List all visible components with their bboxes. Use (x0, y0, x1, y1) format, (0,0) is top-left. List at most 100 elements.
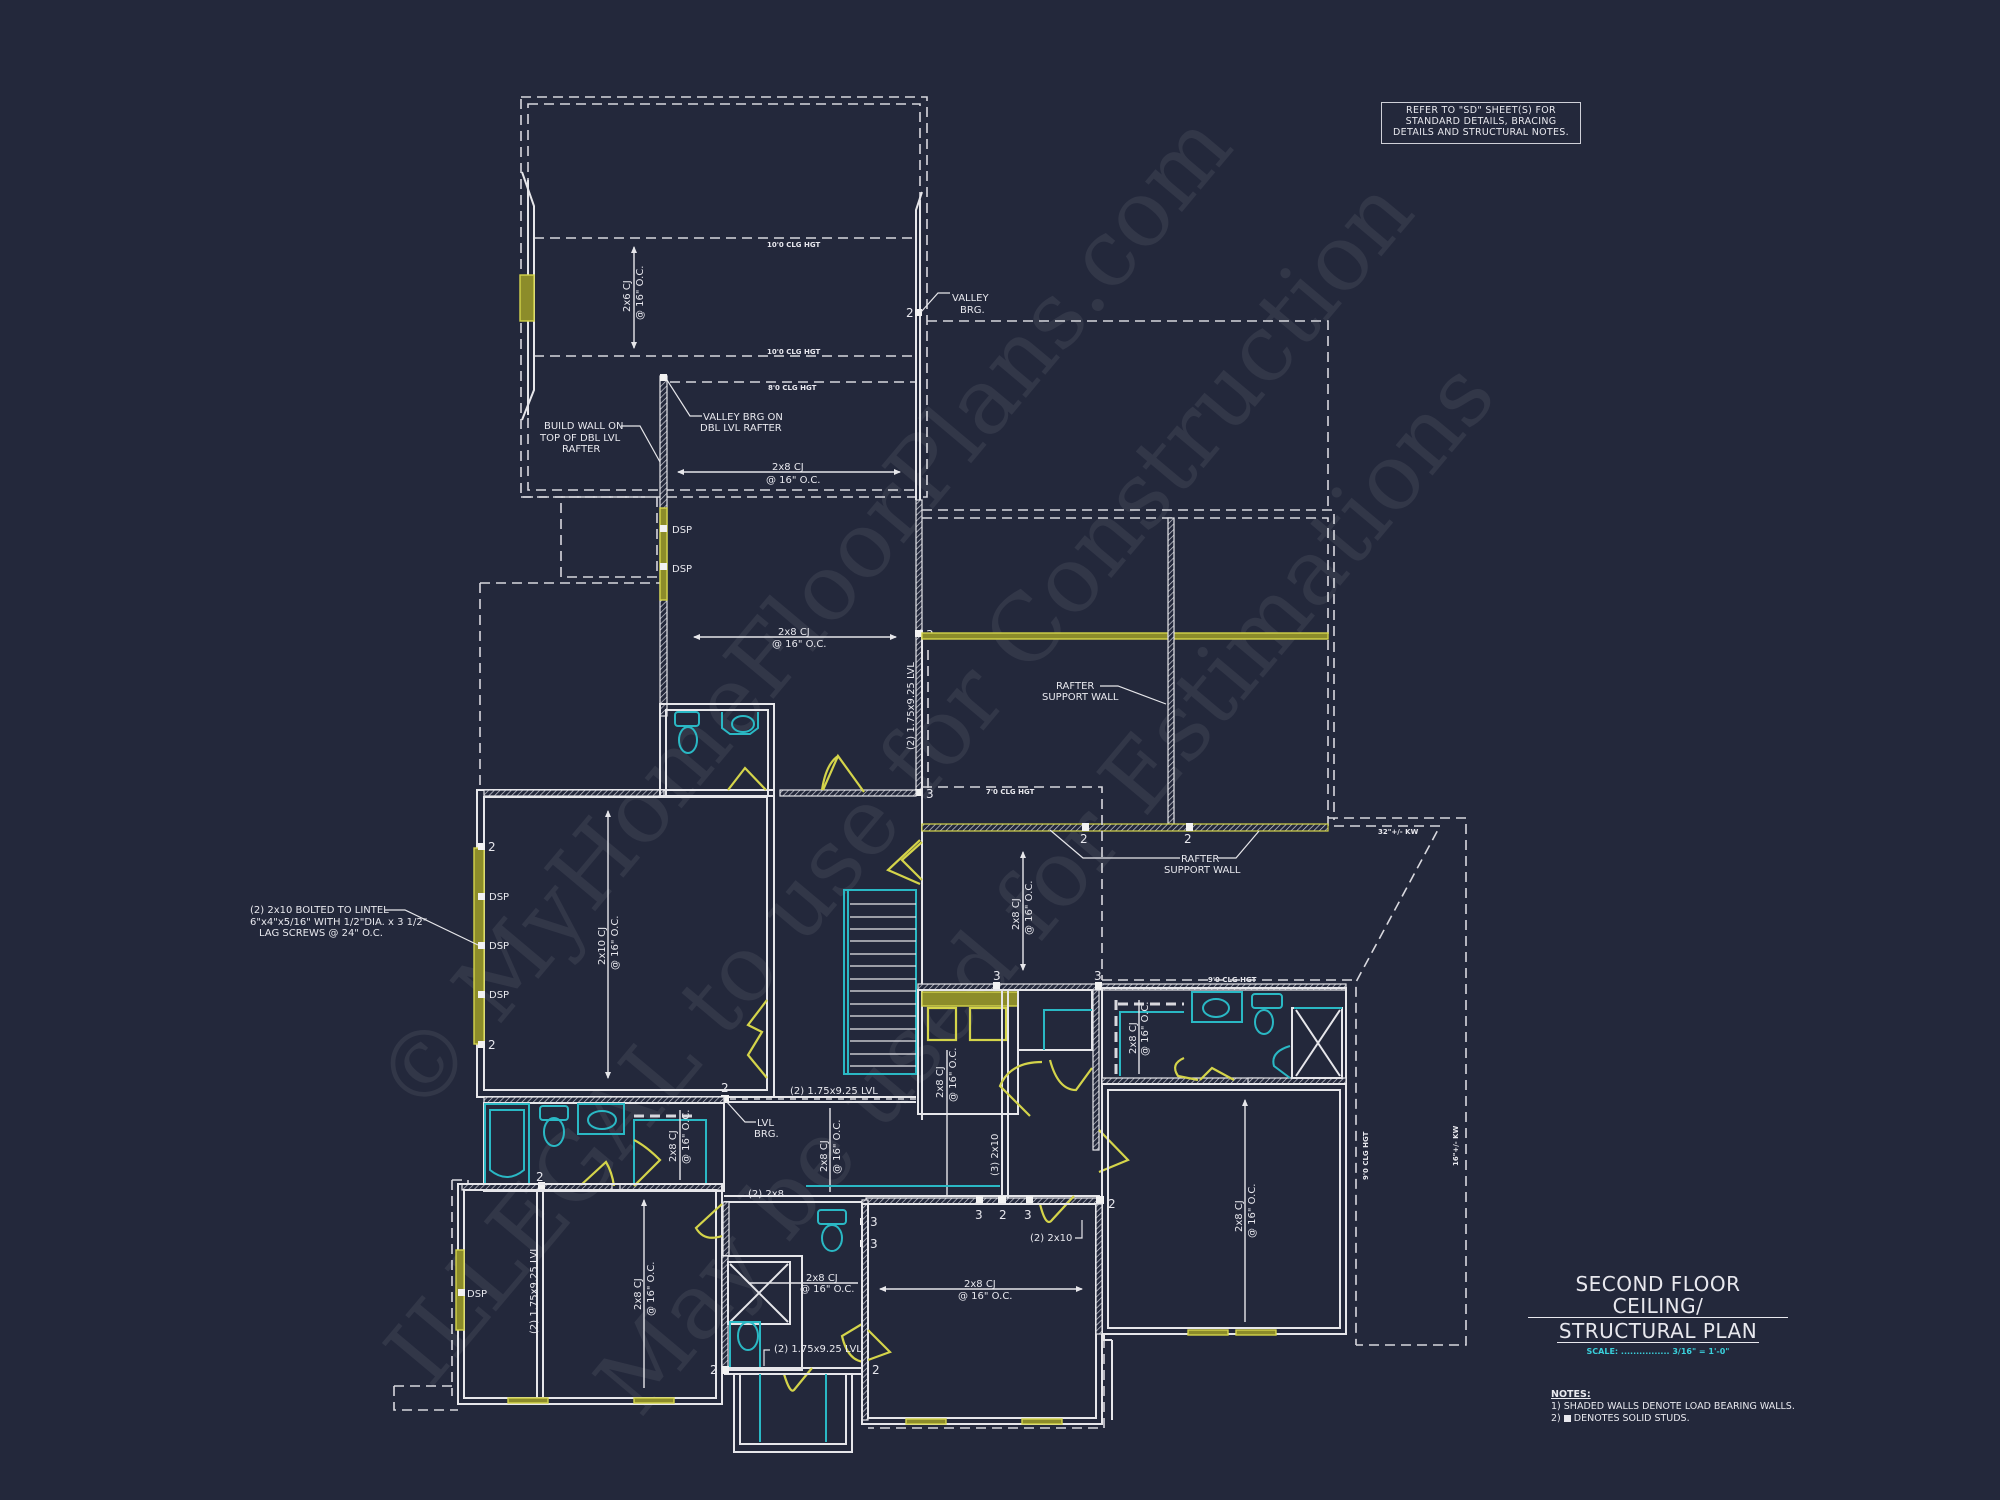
joist-label-top-room: 2x6 CJ @ 16" O.C. (622, 246, 646, 349)
joist-label-bonus-lower: 2x8 CJ @ 16" O.C. (693, 627, 897, 650)
dsp-marker: DSP (489, 892, 509, 903)
svg-text:2x8 CJ: 2x8 CJ (633, 1278, 644, 1310)
solid-stud (915, 309, 922, 316)
svg-text:3: 3 (993, 969, 1001, 983)
svg-text:@ 16" O.C.: @ 16" O.C. (610, 916, 621, 971)
beam-label: (2) 1.75x9.25 LVL (529, 1246, 540, 1334)
knee-wall-label: 16"+/- KW (1452, 1125, 1460, 1166)
svg-text:3: 3 (1024, 1208, 1032, 1222)
joist-label-laundry: 2x8 CJ @ 16" O.C. (935, 1048, 959, 1195)
svg-text:2x8 CJ: 2x8 CJ (1128, 1022, 1139, 1054)
svg-text:DBL LVL RAFTER: DBL LVL RAFTER (700, 423, 782, 434)
svg-text:LVL: LVL (757, 1118, 774, 1129)
general-note-line: DETAILS AND STRUCTURAL NOTES. (1393, 127, 1569, 138)
svg-text:@ 16" O.C.: @ 16" O.C. (948, 1048, 959, 1103)
beam-label: (2) 1.75x9.25 LVL (906, 662, 917, 750)
svg-text:LAG SCREWS @ 24" O.C.: LAG SCREWS @ 24" O.C. (259, 928, 383, 939)
svg-text:VALLEY: VALLEY (952, 293, 990, 304)
svg-text:2x8 CJ: 2x8 CJ (819, 1140, 830, 1172)
svg-text:@ 16" O.C.: @ 16" O.C. (646, 1262, 657, 1317)
svg-text:2x8 CJ: 2x8 CJ (935, 1066, 946, 1098)
svg-text:2: 2 (906, 306, 914, 320)
valley-brg-dbl-callout: VALLEY BRG ON DBL LVL RAFTER (666, 379, 783, 434)
svg-text:RAFTER: RAFTER (1181, 854, 1219, 865)
drawing-title: SECOND FLOOR CEILING/ (1528, 1273, 1788, 1318)
svg-text:2x6 CJ: 2x6 CJ (622, 280, 633, 312)
top-room-outline: 2 (519, 96, 928, 500)
joist-label-closet-suite: 2x8 CJ @ 16" O.C. (1128, 1000, 1151, 1074)
beam-label: (3) 2x10 (990, 1134, 1001, 1176)
svg-text:@ 16" O.C.: @ 16" O.C. (772, 639, 827, 650)
svg-text:2: 2 (872, 1363, 880, 1377)
svg-text:@ 16" O.C.: @ 16" O.C. (1024, 881, 1035, 936)
svg-text:@ 16" O.C.: @ 16" O.C. (832, 1120, 843, 1175)
knee-wall-label: 32"+/- KW (1378, 828, 1419, 836)
beam-label: (2) 2x10 (1030, 1233, 1072, 1244)
joist-label-bedroom-right: 2x8 CJ @ 16" O.C. (1234, 1099, 1258, 1322)
svg-text:BRG.: BRG. (754, 1129, 779, 1140)
svg-text:3: 3 (975, 1208, 983, 1222)
dsp-marker: DSP (489, 941, 509, 952)
joist-label-bonus-upper: 2x8 CJ @ 16" O.C. (677, 462, 901, 486)
dsp-marker: DSP (467, 1289, 487, 1300)
joist-label-bedroom-bottom: 2x8 CJ @ 16" O.C. (879, 1279, 1083, 1302)
dsp-marker: DSP (672, 564, 692, 575)
joist-label-bedroom-left: 2x10 CJ @ 16" O.C. (597, 810, 621, 1079)
lintel-callout: (2) 2x10 BOLTED TO LINTEL 6"x4"x5/16" WI… (250, 905, 479, 946)
dsp-marker: DSP (672, 525, 692, 536)
joist-label-bath-closet: 2x8 CJ @ 16" O.C. (668, 1110, 692, 1180)
joist-label-bedroom-lower: 2x8 CJ @ 16" O.C. (633, 1199, 657, 1388)
svg-text:2: 2 (721, 1081, 729, 1095)
svg-text:2x8 CJ: 2x8 CJ (1011, 898, 1022, 930)
svg-text:@ 16" O.C.: @ 16" O.C. (800, 1284, 855, 1295)
notes-heading: NOTES: (1551, 1389, 1591, 1400)
svg-text:TOP OF DBL LVL: TOP OF DBL LVL (539, 433, 621, 444)
svg-text:2x8 CJ: 2x8 CJ (806, 1273, 838, 1284)
svg-text:2x10 CJ: 2x10 CJ (597, 927, 608, 965)
svg-text:3: 3 (1094, 969, 1102, 983)
svg-text:2x8 CJ: 2x8 CJ (668, 1130, 679, 1162)
svg-text:2x8 CJ: 2x8 CJ (778, 627, 810, 638)
svg-text:3: 3 (870, 1215, 878, 1229)
clg-hgt-label: 9'0 CLG HGT (1362, 1131, 1370, 1180)
general-note-line: STANDARD DETAILS, BRACING (1405, 116, 1557, 127)
title-block: SECOND FLOOR CEILING/ STRUCTURAL PLAN SC… (1528, 1273, 1788, 1356)
svg-text:(2) 2x10 BOLTED TO LINTEL: (2) 2x10 BOLTED TO LINTEL (250, 905, 389, 916)
svg-text:@ 16" O.C.: @ 16" O.C. (1140, 1002, 1151, 1057)
svg-text:6"x4"x5/16" WITH 1/2"DIA. x 3: 6"x4"x5/16" WITH 1/2"DIA. x 3 1/2" (250, 917, 427, 928)
svg-text:RAFTER: RAFTER (1056, 681, 1094, 692)
svg-text:@ 16" O.C.: @ 16" O.C. (958, 1291, 1013, 1302)
drawing-subtitle: STRUCTURAL PLAN (1556, 1319, 1760, 1343)
lvl-brg-callout: LVL BRG. (725, 1100, 779, 1140)
svg-text:2x8 CJ: 2x8 CJ (772, 462, 804, 473)
svg-text:VALLEY BRG ON: VALLEY BRG ON (703, 412, 783, 423)
svg-text:2x8 CJ: 2x8 CJ (964, 1279, 996, 1290)
note-item: 1) SHADED WALLS DENOTE LOAD BEARING WALL… (1551, 1401, 1795, 1412)
beam-label: (2) 1.75x9.25 LVL (774, 1344, 862, 1355)
beam-label: (2) 2x8 (748, 1189, 784, 1200)
svg-text:3: 3 (870, 1237, 878, 1251)
note-item: 2)DENOTES SOLID STUDS. (1551, 1413, 1690, 1424)
clg-hgt-label: 7'0 CLG HGT (986, 788, 1035, 796)
svg-text:2x8 CJ: 2x8 CJ (1234, 1200, 1245, 1232)
svg-text:RAFTER: RAFTER (562, 444, 600, 455)
clg-hgt-label: 10'0 CLG HGT (767, 348, 820, 356)
svg-text:2: 2 (710, 1363, 718, 1377)
build-wall-callout: BUILD WALL ON TOP OF DBL LVL RAFTER (539, 421, 661, 463)
svg-text:SUPPORT WALL: SUPPORT WALL (1164, 865, 1241, 876)
svg-text:3: 3 (926, 787, 934, 801)
valley-brg-callout: VALLEY BRG. (920, 292, 990, 316)
svg-text:BRG.: BRG. (960, 305, 985, 316)
joist-label-hall-right: 2x8 CJ @ 16" O.C. (1011, 851, 1035, 971)
notes-block: NOTES: 1) SHADED WALLS DENOTE LOAD BEARI… (1551, 1389, 1795, 1425)
scale-label: SCALE: ................ 3/16" = 1'-0" (1586, 1347, 1730, 1356)
rafter-support-callout-lower: RAFTER SUPPORT WALL (1049, 829, 1260, 876)
solid-stud-icon (1563, 1415, 1571, 1422)
svg-text:ILLEGAL to use for Constructio: ILLEGAL to use for Construction (365, 159, 1434, 1404)
svg-text:@ 16" O.C.: @ 16" O.C. (766, 475, 821, 486)
beam-label: (2) 1.75x9.25 LVL (790, 1086, 878, 1097)
joist-label-bath-lower: 2x8 CJ @ 16" O.C. (748, 1273, 858, 1295)
svg-text:2: 2 (1108, 1197, 1116, 1211)
clg-hgt-label: 10'0 CLG HGT (767, 241, 820, 249)
